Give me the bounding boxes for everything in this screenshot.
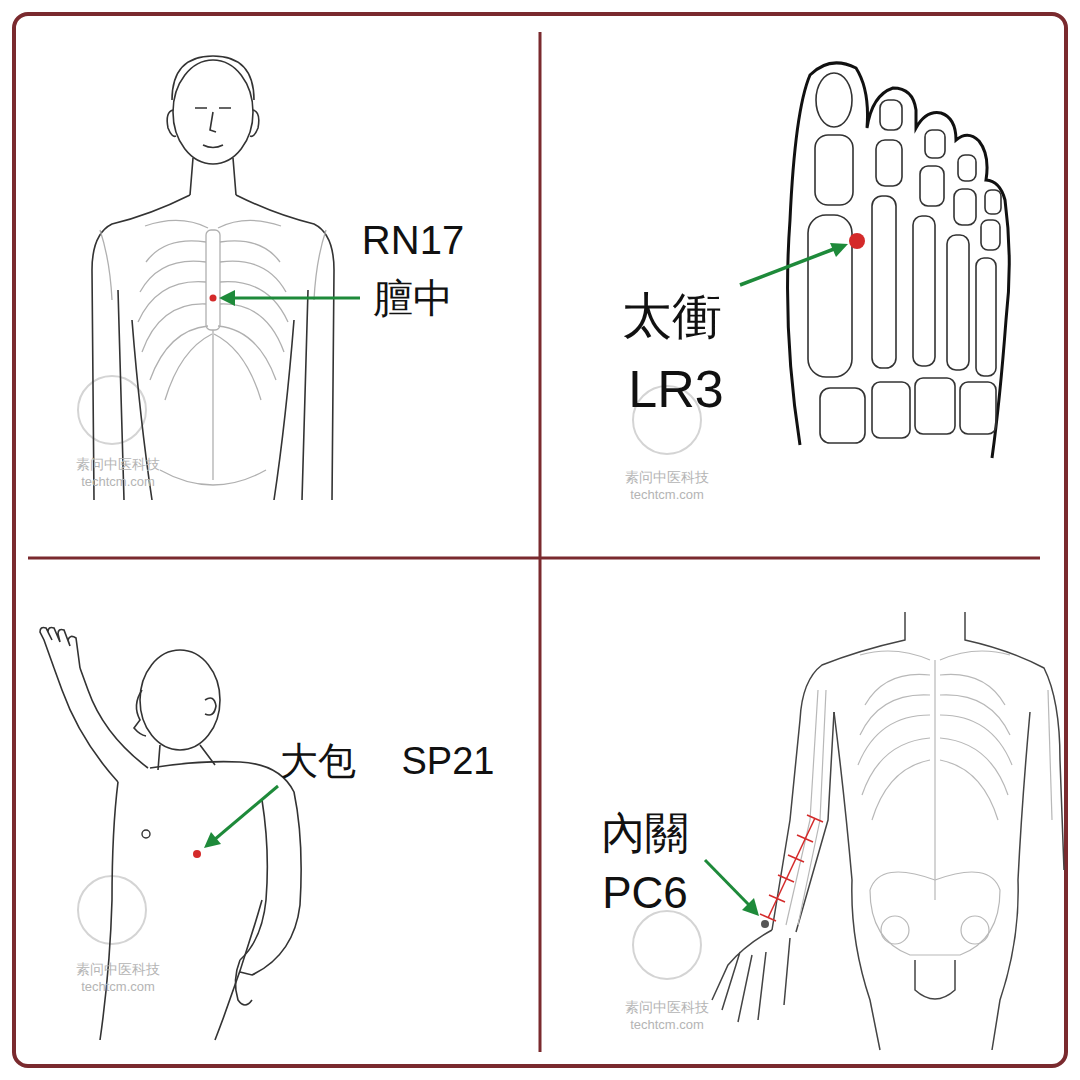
watermark: techtcm.com [81,980,155,994]
acupoint-dot [849,233,865,249]
point-code: SP21 [402,741,495,783]
watermark: techtcm.com [630,1018,704,1032]
point-name: 內關 [601,809,689,857]
body-figure [40,628,301,1041]
acupoint-dot [193,850,201,858]
foot-outline [788,63,1010,458]
leader-arrow [740,249,834,285]
acupoint-dot [761,920,769,928]
leader-arrow [230,297,360,300]
watermark: 素问中医科技 [76,962,160,977]
acupoint-dot [210,295,217,302]
arrow-head [204,832,221,848]
body-figure [92,56,334,500]
arrow-head [830,243,848,257]
watermark: 素问中医科技 [76,457,160,472]
measure-scale [760,815,823,921]
arrow-head [219,290,235,306]
leader-arrow [705,860,750,906]
point-code: PC6 [602,869,688,917]
panel-divider [28,557,1040,560]
panel-divider [539,32,542,1052]
point-name: 太衝 [622,289,722,344]
leader-arrow [214,786,278,840]
watermark: techtcm.com [630,488,704,502]
outer-frame [14,14,1066,1066]
ribcage [100,220,326,485]
watermark: 素问中医科技 [625,470,709,485]
body-figure [712,612,1064,1050]
watermark: 素问中医科技 [625,1000,709,1015]
nipple-mark [142,830,150,838]
skeleton [786,651,1052,955]
point-name: 膻中 [373,276,453,320]
point-name: 大包 [280,741,356,783]
point-code: LR3 [628,361,723,418]
point-code: RN17 [362,218,464,262]
watermark-logo [78,376,701,979]
watermark: techtcm.com [81,475,155,489]
arrow-head [742,898,759,916]
foot-bones [808,73,1001,443]
